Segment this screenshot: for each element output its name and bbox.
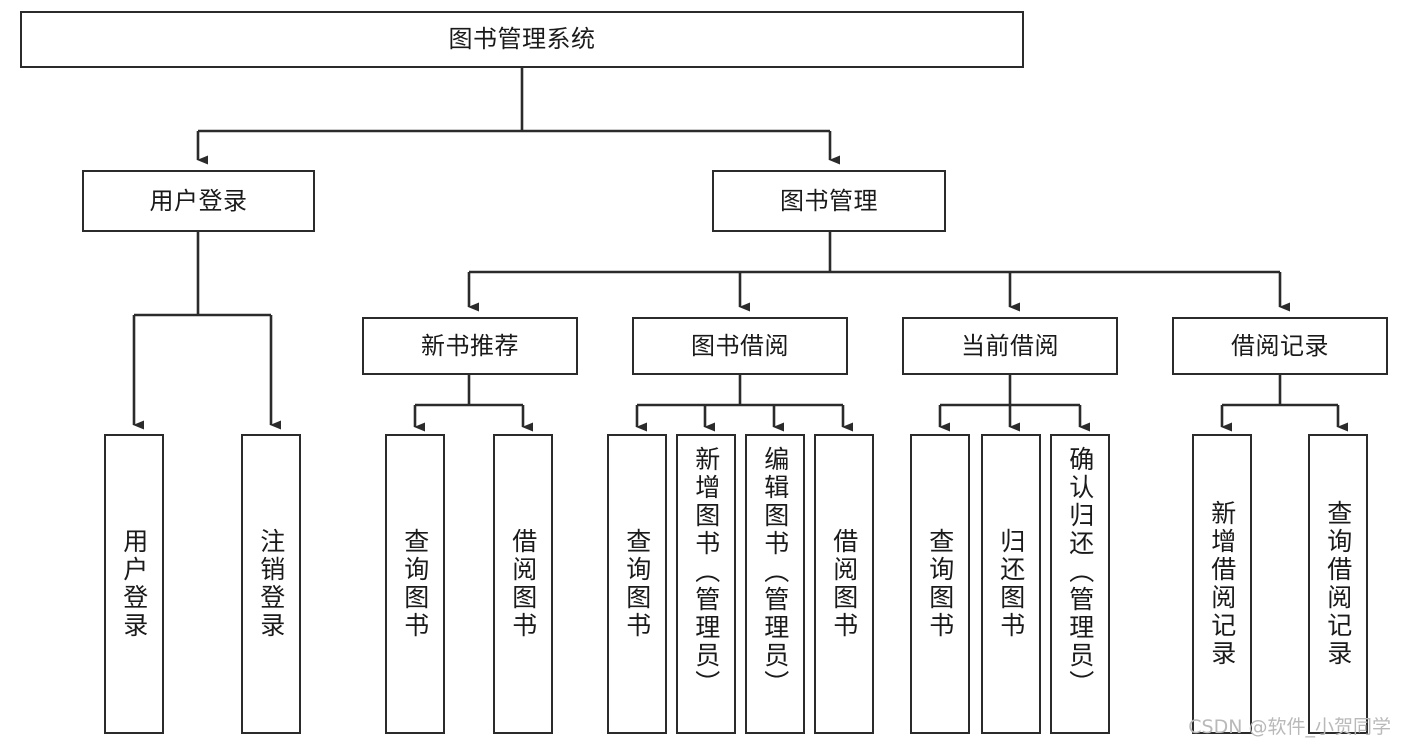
node-new-book-recommend[interactable]: 新书推荐 [362, 317, 578, 375]
node-user-login-label: 用户登录 [149, 186, 248, 215]
leaf-nb-query-book-label: 查询图书 [400, 528, 430, 640]
leaf-bb-add-book-label: 新增图书（管理员） [691, 446, 721, 698]
leaf-cb-confirm-return[interactable]: 确认归还（管理员） [1050, 434, 1110, 734]
leaf-br-add-record[interactable]: 新增借阅记录 [1192, 434, 1252, 734]
node-borrow-record-label: 借阅记录 [1231, 331, 1329, 360]
node-book-borrow[interactable]: 图书借阅 [632, 317, 848, 375]
leaf-cb-return-book[interactable]: 归还图书 [981, 434, 1041, 734]
node-user-login[interactable]: 用户登录 [82, 170, 315, 232]
leaf-cb-query-book-label: 查询图书 [925, 528, 955, 640]
leaf-br-add-record-label: 新增借阅记录 [1207, 500, 1237, 668]
leaf-cb-confirm-return-label: 确认归还（管理员） [1065, 446, 1095, 698]
leaf-bb-borrow-book[interactable]: 借阅图书 [814, 434, 874, 734]
leaf-bb-borrow-book-label: 借阅图书 [829, 528, 859, 640]
node-book-borrow-label: 图书借阅 [691, 331, 789, 360]
leaf-br-query-record-label: 查询借阅记录 [1323, 500, 1353, 668]
leaf-cb-return-book-label: 归还图书 [996, 528, 1026, 640]
leaf-logout-label: 注销登录 [256, 528, 286, 640]
node-current-borrow-label: 当前借阅 [961, 331, 1059, 360]
leaf-nb-borrow-book-label: 借阅图书 [508, 528, 538, 640]
csdn-watermark: CSDN @软件_小贺同学 [1188, 716, 1391, 738]
node-new-book-recommend-label: 新书推荐 [421, 331, 519, 360]
node-root[interactable]: 图书管理系统 [20, 11, 1024, 68]
leaf-user-login-label: 用户登录 [119, 528, 149, 640]
node-book-manage[interactable]: 图书管理 [712, 170, 946, 232]
node-borrow-record[interactable]: 借阅记录 [1172, 317, 1388, 375]
node-current-borrow[interactable]: 当前借阅 [902, 317, 1118, 375]
leaf-bb-query-book[interactable]: 查询图书 [607, 434, 667, 734]
leaf-logout[interactable]: 注销登录 [241, 434, 301, 734]
leaf-bb-query-book-label: 查询图书 [622, 528, 652, 640]
leaf-bb-edit-book-label: 编辑图书（管理员） [760, 446, 790, 698]
leaf-bb-edit-book[interactable]: 编辑图书（管理员） [745, 434, 805, 734]
node-book-manage-label: 图书管理 [780, 186, 878, 215]
leaf-cb-query-book[interactable]: 查询图书 [910, 434, 970, 734]
node-root-label: 图书管理系统 [448, 25, 596, 54]
leaf-bb-add-book[interactable]: 新增图书（管理员） [676, 434, 736, 734]
leaf-user-login[interactable]: 用户登录 [104, 434, 164, 734]
leaf-br-query-record[interactable]: 查询借阅记录 [1308, 434, 1368, 734]
leaf-nb-borrow-book[interactable]: 借阅图书 [493, 434, 553, 734]
leaf-nb-query-book[interactable]: 查询图书 [385, 434, 445, 734]
